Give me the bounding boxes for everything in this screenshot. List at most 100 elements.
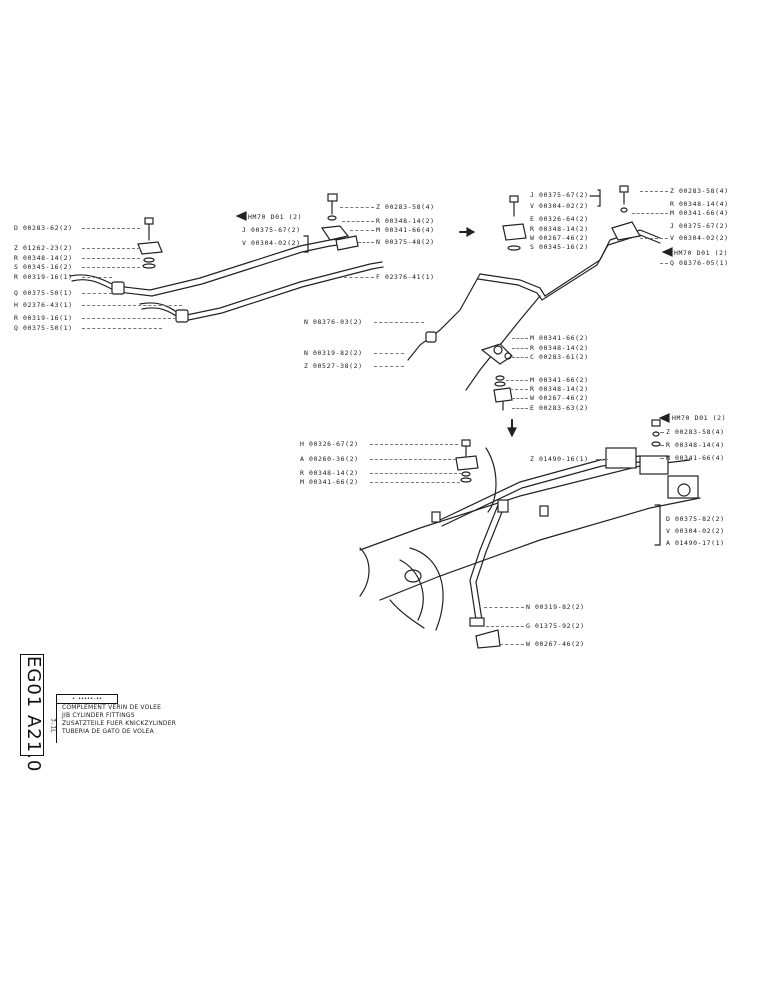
part-label: V 00304-02(2) xyxy=(670,234,729,242)
leader-line xyxy=(344,277,374,278)
part-label: J 00375-67(2) xyxy=(530,191,589,199)
title-divider xyxy=(56,703,57,743)
part-label: M 00341-66(2) xyxy=(300,478,359,486)
leader-line xyxy=(82,305,182,306)
leader-line xyxy=(82,293,112,294)
part-label: R 00348-14(2) xyxy=(376,217,435,225)
leader-line xyxy=(640,191,668,192)
part-label: R 00348-14(2) xyxy=(300,469,359,477)
title-line-es: TUBERIA DE GATO DE VOLEA xyxy=(62,728,154,735)
part-label: M 00341-66(2) xyxy=(530,334,589,342)
part-label: R 00348-14(4) xyxy=(666,441,725,449)
part-label: Q 00375-50(1) xyxy=(14,289,73,297)
part-label: HM70 D01 (2) xyxy=(672,414,727,422)
part-label: R 00319-16(1) xyxy=(14,273,73,281)
leader-line xyxy=(632,213,668,214)
leader-line xyxy=(596,459,608,460)
leader-line xyxy=(512,338,528,339)
leader-line xyxy=(660,263,668,264)
title-block: • •••••-•• 3.1L COMPLEMENT VERIN DE VOLE… xyxy=(44,694,176,750)
part-label: R 00348-14(2) xyxy=(14,254,73,262)
part-label: N 00375-48(2) xyxy=(376,238,435,246)
part-label: H 02376-43(1) xyxy=(14,301,73,309)
part-label: W 00267-46(2) xyxy=(530,234,589,242)
part-label: V 00304-02(2) xyxy=(530,202,589,210)
leader-line xyxy=(342,221,374,222)
title-line-fr: COMPLEMENT VERIN DE VOLEE xyxy=(62,704,162,711)
part-label: R 00319-16(1) xyxy=(14,314,73,322)
part-label: M 00341-66(4) xyxy=(670,209,729,217)
leader-line xyxy=(370,444,458,445)
part-label: HM70 D01 (2) xyxy=(674,249,729,257)
leader-line xyxy=(500,644,524,645)
part-label: E 00326-64(2) xyxy=(530,215,589,223)
part-label: D 00283-62(2) xyxy=(14,224,73,232)
leader-line xyxy=(640,238,668,239)
part-label: A 01490-17(1) xyxy=(666,539,725,547)
part-label: A 00260-36(2) xyxy=(300,455,359,463)
leader-line xyxy=(82,228,140,229)
title-line-de: ZUSATZTEILE FUER KNICKZYLINDER xyxy=(62,720,177,727)
part-label: V 00304-02(2) xyxy=(242,239,301,247)
part-label: HM70 D01 (2) xyxy=(248,213,303,221)
leader-line xyxy=(82,258,140,259)
part-label: Q 08376-05(1) xyxy=(670,259,729,267)
part-label: S 00345-16(2) xyxy=(530,243,589,251)
part-label: R 00348-14(2) xyxy=(530,225,589,233)
leader-line xyxy=(82,277,112,278)
part-label: Q 00375-50(1) xyxy=(14,324,73,332)
part-label: C 00283-61(2) xyxy=(530,353,589,361)
document-ref: EG01 A21.0 xyxy=(23,656,44,773)
leader-line xyxy=(660,458,664,459)
leader-line xyxy=(350,230,374,231)
document-ref-frame xyxy=(20,654,44,756)
leader-line xyxy=(82,248,140,249)
part-label: R 00348-14(2) xyxy=(530,385,589,393)
part-label: J 00375-67(2) xyxy=(242,226,301,234)
leader-line xyxy=(82,318,176,319)
part-label: D 00375-82(2) xyxy=(666,515,725,523)
leader-line xyxy=(340,207,374,208)
leader-line xyxy=(370,473,462,474)
leader-line xyxy=(370,459,456,460)
part-label: Z 00283-58(4) xyxy=(376,203,435,211)
part-label: H 00326-67(2) xyxy=(300,440,359,448)
leader-line xyxy=(358,242,374,243)
leader-line xyxy=(374,366,404,367)
part-label: J 00375-67(2) xyxy=(670,222,729,230)
part-label: S 00345-16(2) xyxy=(14,263,73,271)
part-label: M 00341-66(2) xyxy=(530,376,589,384)
leader-line xyxy=(486,626,524,627)
leader-line xyxy=(374,353,404,354)
part-label: R 00348-14(2) xyxy=(530,344,589,352)
part-label: Z 00283-58(4) xyxy=(666,428,725,436)
part-label: V 00304-02(2) xyxy=(666,527,725,535)
part-label: N 08376-03(2) xyxy=(304,318,363,326)
leader-line xyxy=(512,348,528,349)
leader-line xyxy=(512,398,528,399)
leader-line xyxy=(82,267,140,268)
part-label: Z 01262-23(2) xyxy=(14,244,73,252)
part-label: Z 00527-38(2) xyxy=(304,362,363,370)
part-label: M 00341-66(4) xyxy=(666,454,725,462)
leader-line xyxy=(512,357,528,358)
part-label: N 00319-82(2) xyxy=(304,349,363,357)
part-label: M 00341-66(4) xyxy=(376,226,435,234)
part-label: W 00267-46(2) xyxy=(526,640,585,648)
part-label: Z 00283-58(4) xyxy=(670,187,729,195)
leader-line xyxy=(660,432,664,433)
leader-line xyxy=(512,408,528,409)
part-label: W 00267-46(2) xyxy=(530,394,589,402)
leader-line xyxy=(506,380,528,381)
leader-line xyxy=(510,389,528,390)
part-label: Z 01490-16(1) xyxy=(530,455,589,463)
leader-line xyxy=(370,482,460,483)
side-number: 3.1L xyxy=(49,718,57,733)
title-line-en: JIB CYLINDER FITTINGS xyxy=(62,712,135,719)
leader-line xyxy=(660,445,664,446)
leader-line xyxy=(484,607,524,608)
part-label: R 00348-14(4) xyxy=(670,200,729,208)
leader-line xyxy=(374,322,424,323)
